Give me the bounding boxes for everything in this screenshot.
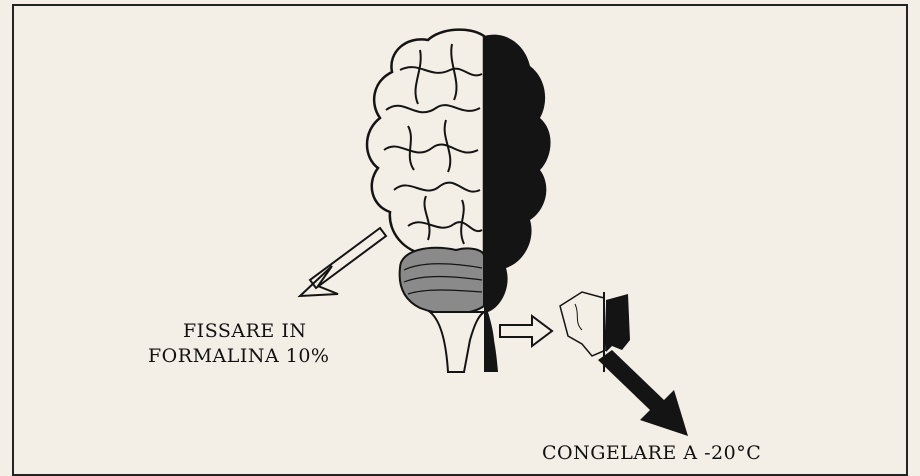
arrow-freeze [598, 350, 688, 436]
fix-label-line2: FORMALINA 10% [148, 345, 329, 367]
brainstem [430, 312, 484, 372]
fix-label-line1: FISSARE IN [183, 320, 306, 342]
freeze-label: CONGELARE A -20°C [542, 442, 761, 464]
arrow-to-freeze-sample [500, 316, 552, 346]
cerebellum [400, 248, 484, 314]
arrow-fix [300, 228, 386, 296]
